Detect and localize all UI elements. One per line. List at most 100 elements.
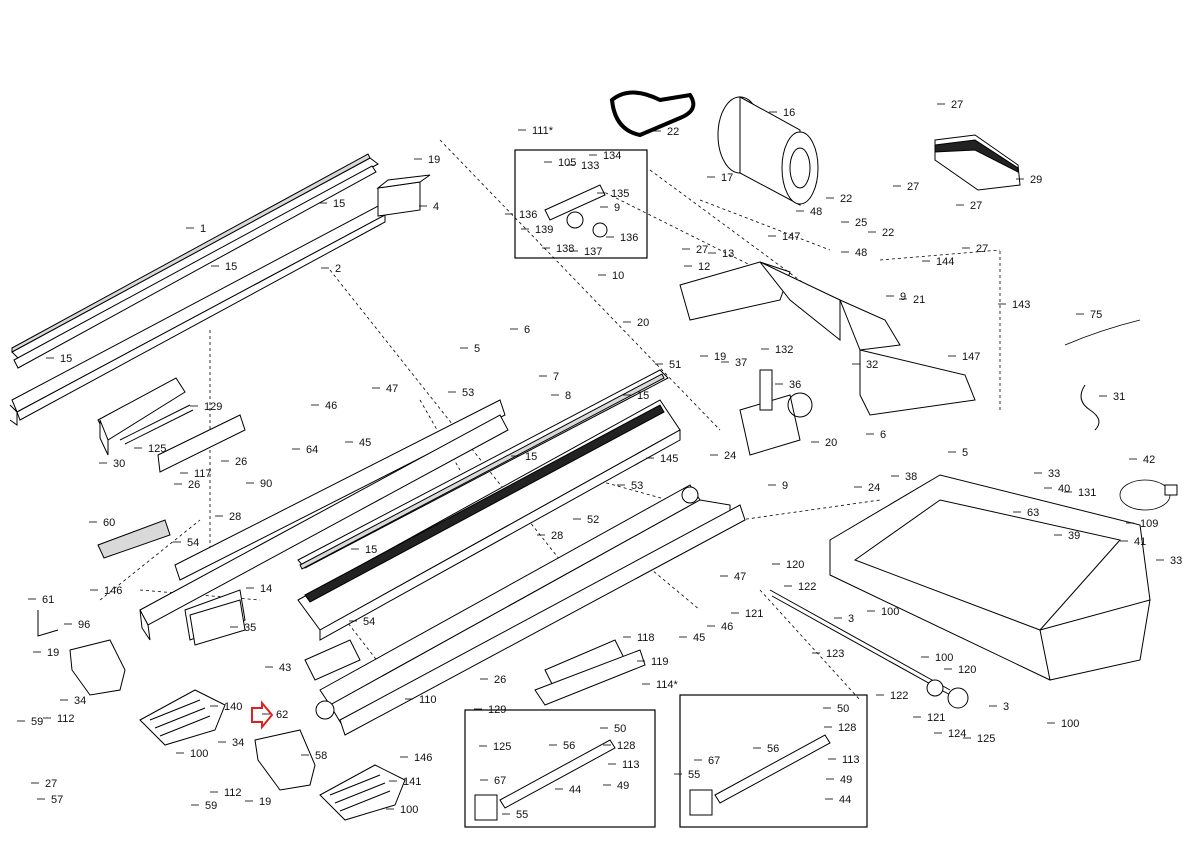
part-label-48-2: 48 bbox=[855, 247, 867, 259]
part-label-7: 7 bbox=[553, 371, 559, 383]
part-label-136-2: 136 bbox=[620, 232, 638, 244]
left-inset-box-114 bbox=[464, 709, 656, 828]
part-label-46: 46 bbox=[325, 400, 337, 412]
part-label-44-2: 44 bbox=[839, 794, 851, 806]
part-label-58: 58 bbox=[315, 750, 327, 762]
part-label-139: 139 bbox=[535, 224, 553, 236]
part-label-121-2: 121 bbox=[927, 712, 945, 724]
part-label-119: 119 bbox=[651, 656, 669, 668]
part-label-9: 9 bbox=[614, 202, 620, 214]
part-label-144: 144 bbox=[936, 256, 954, 268]
part-label-41: 41 bbox=[1134, 536, 1146, 548]
allen-key-part-61 bbox=[37, 610, 59, 637]
part-label-3: 3 bbox=[848, 613, 854, 625]
part-label-56-2: 56 bbox=[767, 743, 779, 755]
bracket-part-117 bbox=[157, 414, 246, 473]
base-pan-part-38 bbox=[829, 474, 1151, 681]
wire-part-75 bbox=[1064, 319, 1141, 346]
part-label-96: 96 bbox=[78, 619, 90, 631]
upright-frame bbox=[679, 261, 976, 416]
part-label-48: 48 bbox=[810, 206, 822, 218]
part-label-62: 62 bbox=[276, 709, 288, 721]
center-deck-rails bbox=[297, 369, 681, 641]
part-label-61: 61 bbox=[42, 594, 54, 606]
part-label-147: 147 bbox=[782, 231, 800, 243]
part-label-131: 131 bbox=[1078, 487, 1096, 499]
part-label-146-2: 146 bbox=[414, 752, 432, 764]
part-label-27-5: 27 bbox=[976, 243, 988, 255]
part-label-67-2: 67 bbox=[708, 755, 720, 767]
part-label-21: 21 bbox=[913, 294, 925, 306]
inset-114-parts bbox=[474, 734, 831, 821]
part-label-15-5: 15 bbox=[525, 451, 537, 463]
part-label-53: 53 bbox=[462, 387, 474, 399]
part-label-34: 34 bbox=[74, 695, 86, 707]
part-label-122-2: 122 bbox=[890, 690, 908, 702]
part-label-28-2: 28 bbox=[551, 530, 563, 542]
part-label-30: 30 bbox=[113, 458, 125, 470]
part-label-111: 111* bbox=[532, 125, 554, 137]
part-label-22-2: 22 bbox=[840, 193, 852, 205]
part-label-24: 24 bbox=[724, 450, 736, 462]
part-label-124: 124 bbox=[948, 728, 966, 740]
part-label-37: 37 bbox=[735, 357, 747, 369]
part-label-5-2: 5 bbox=[962, 447, 968, 459]
part-label-114: 114* bbox=[656, 679, 679, 691]
part-label-113: 113 bbox=[622, 759, 640, 771]
part-label-26: 26 bbox=[235, 456, 247, 468]
part-label-32: 32 bbox=[866, 359, 878, 371]
part-label-27-6: 27 bbox=[45, 778, 57, 790]
part-label-43: 43 bbox=[279, 662, 291, 674]
part-label-5: 5 bbox=[474, 343, 480, 355]
part-label-100-3: 100 bbox=[935, 652, 953, 664]
part-label-31: 31 bbox=[1113, 391, 1125, 403]
part-label-137: 137 bbox=[584, 246, 602, 258]
part-label-40: 40 bbox=[1058, 483, 1070, 495]
part-label-25: 25 bbox=[855, 217, 867, 229]
part-label-59: 59 bbox=[31, 716, 43, 728]
part-label-138: 138 bbox=[556, 243, 574, 255]
part-label-35: 35 bbox=[244, 622, 256, 634]
part-labels: 1233455667899910121314151515151515161719… bbox=[17, 99, 1182, 821]
belt-part-22 bbox=[609, 90, 696, 138]
part-label-145: 145 bbox=[660, 453, 678, 465]
part-label-120-2: 120 bbox=[958, 664, 976, 676]
highlight-arrow bbox=[251, 700, 274, 730]
part-label-125-3: 125 bbox=[977, 733, 995, 745]
part-label-9-2: 9 bbox=[900, 291, 906, 303]
inset-111-parts bbox=[544, 184, 608, 238]
part-label-14: 14 bbox=[260, 583, 272, 595]
part-label-112: 112 bbox=[57, 713, 75, 725]
part-label-140: 140 bbox=[224, 701, 242, 713]
part-label-15-6: 15 bbox=[365, 544, 377, 556]
part-label-64: 64 bbox=[306, 444, 318, 456]
part-label-135: 135 bbox=[611, 188, 629, 200]
part-label-128-2: 128 bbox=[838, 722, 856, 734]
part-label-105: 105 bbox=[558, 157, 576, 169]
part-label-129-2: 129 bbox=[488, 704, 506, 716]
part-label-75: 75 bbox=[1090, 309, 1102, 321]
part-label-6-2: 6 bbox=[880, 429, 886, 441]
part-label-123: 123 bbox=[826, 648, 844, 660]
part-label-125: 125 bbox=[148, 443, 166, 455]
part-label-100-4: 100 bbox=[1061, 718, 1079, 730]
part-label-44: 44 bbox=[569, 784, 581, 796]
part-label-17: 17 bbox=[721, 172, 733, 184]
part-label-113-2: 113 bbox=[842, 754, 860, 766]
part-label-129: 129 bbox=[204, 401, 222, 413]
part-label-27-2: 27 bbox=[907, 181, 919, 193]
part-label-53-2: 53 bbox=[631, 480, 643, 492]
part-label-29: 29 bbox=[1030, 174, 1042, 186]
part-label-56: 56 bbox=[563, 740, 575, 752]
part-label-12: 12 bbox=[698, 261, 710, 273]
part-label-50: 50 bbox=[614, 723, 626, 735]
part-label-132: 132 bbox=[775, 344, 793, 356]
incline-motor-part-36 bbox=[739, 369, 813, 456]
bracket-part-30 bbox=[97, 377, 194, 456]
part-label-141: 141 bbox=[403, 776, 421, 788]
part-label-120: 120 bbox=[786, 559, 804, 571]
part-label-19-4: 19 bbox=[259, 796, 271, 808]
part-label-34-2: 34 bbox=[232, 737, 244, 749]
part-label-121: 121 bbox=[745, 608, 763, 620]
